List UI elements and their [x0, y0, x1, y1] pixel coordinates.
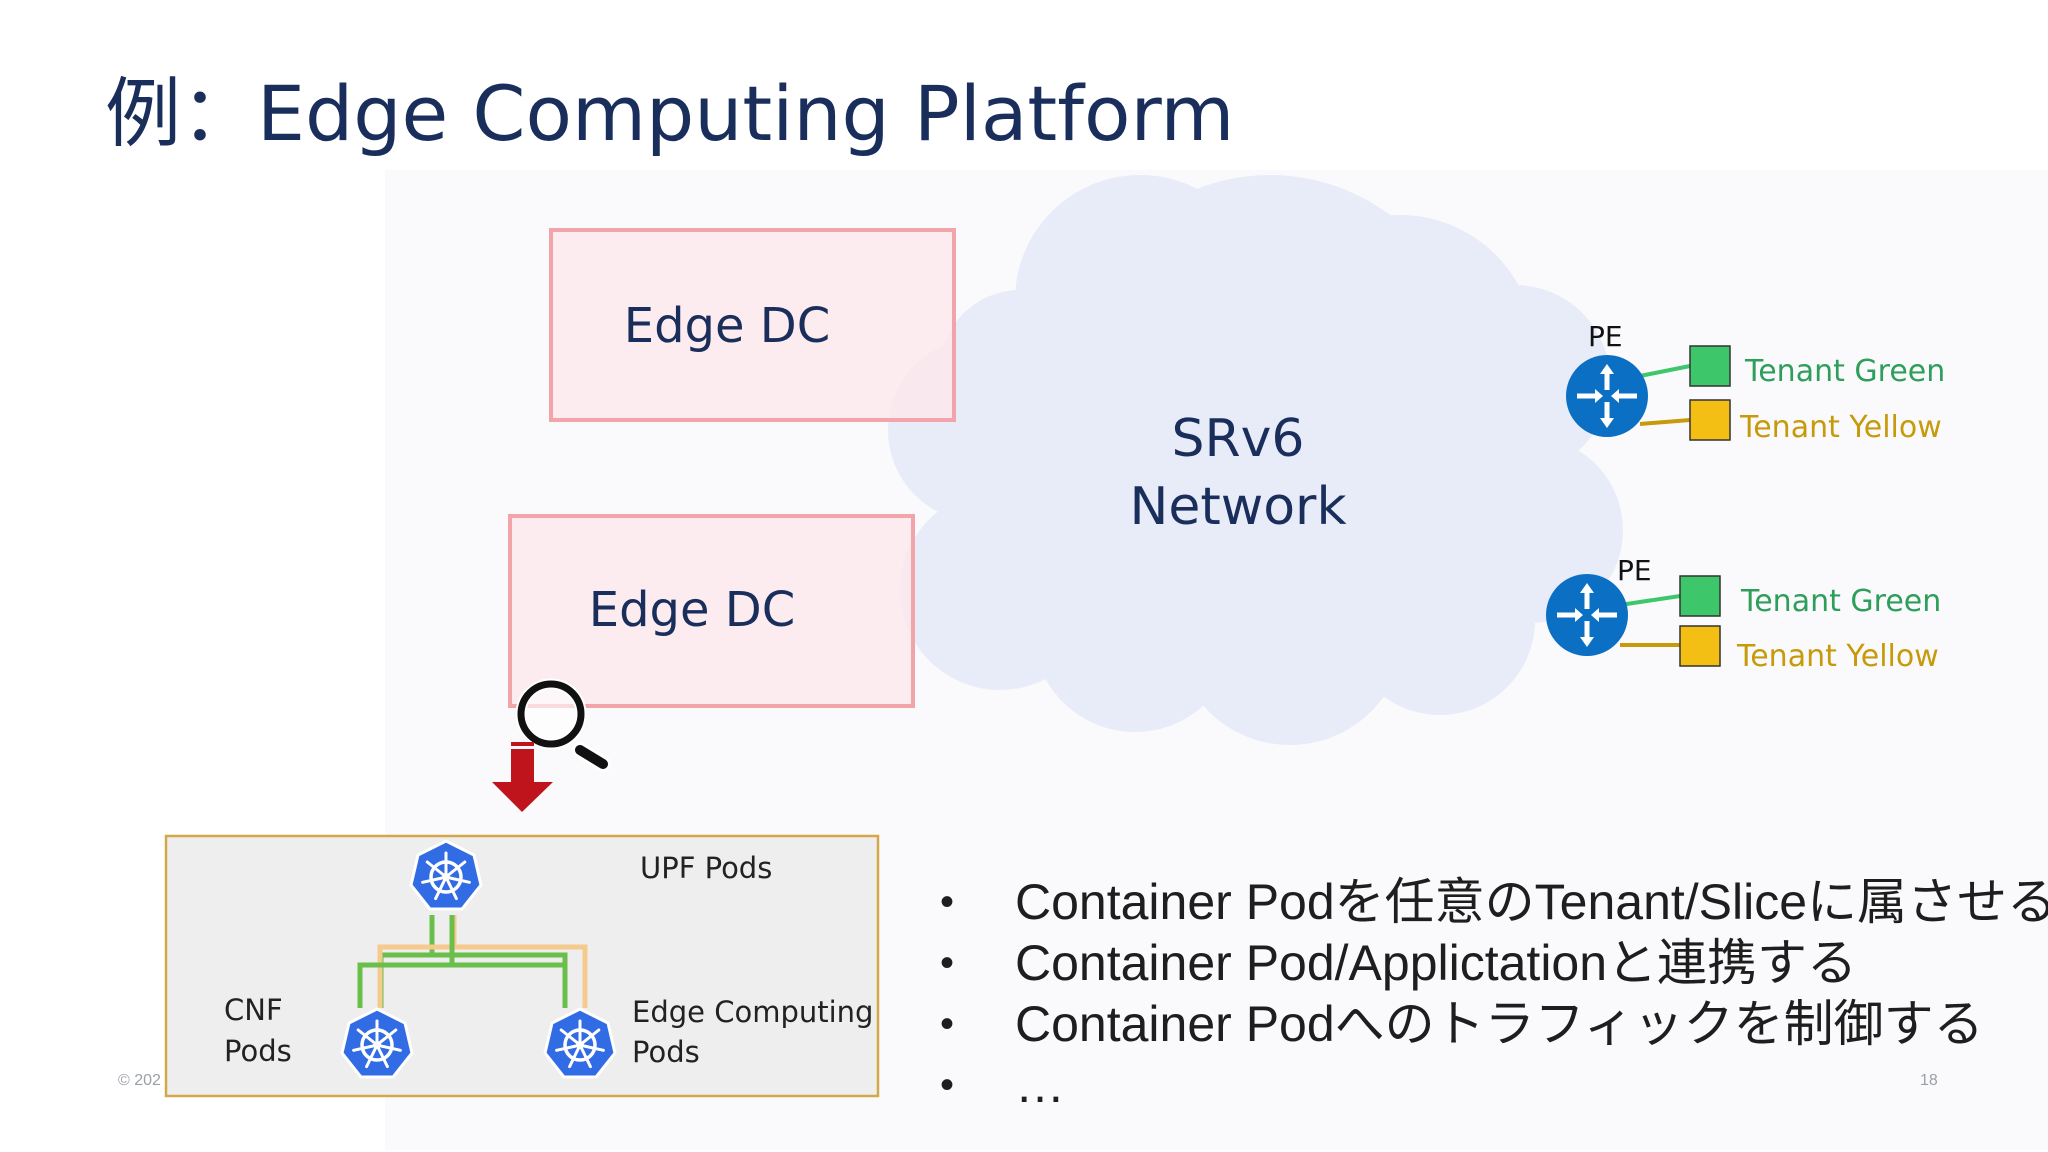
tenant-yellow-square	[1679, 625, 1721, 667]
cnf-pods-label-line2: Pods	[224, 1034, 292, 1068]
pe-top-tenant-green: Tenant Green	[1744, 354, 1945, 389]
pe-bottom-tenant-yellow: Tenant Yellow	[1736, 639, 1939, 674]
srv6-cloud	[888, 175, 1623, 745]
network-label-line2: Network	[1129, 477, 1346, 537]
edge-dc-top-label: Edge DC	[624, 298, 831, 354]
upf-pods-label: UPF Pods	[640, 851, 772, 885]
magnifier-icon	[515, 678, 611, 772]
tenant-green-square	[1679, 575, 1721, 617]
edge-dc-top	[549, 228, 956, 422]
bullet-item: …	[940, 1055, 2048, 1116]
edge-dc-bottom	[508, 514, 915, 708]
edge-computing-pods-label-line1: Edge Computing	[632, 995, 873, 1029]
edge-computing-pods-label-line2: Pods	[632, 1035, 700, 1069]
footer-copyright: © 202	[118, 1072, 161, 1089]
bullet-item: Container Pod/Applictationと連携する	[940, 933, 2048, 994]
pod-connectors	[357, 915, 588, 1008]
bullet-item: Container Podへのトラフィックを制御する	[940, 994, 2048, 1055]
pe-bottom-tenant-green: Tenant Green	[1740, 584, 1941, 619]
bullet-item: Container Podを任意のTenant/Sliceに属させる	[940, 872, 2048, 933]
pe-top-label: PE	[1588, 320, 1623, 353]
pe-bottom-label: PE	[1617, 554, 1652, 587]
slide-title: 例：Edge Computing Platform	[105, 69, 1235, 158]
cnf-pods-label-line1: CNF	[224, 993, 283, 1027]
tenant-green-square	[1689, 345, 1731, 387]
tenant-yellow-square	[1689, 399, 1731, 441]
pe-top-tenant-yellow: Tenant Yellow	[1739, 410, 1942, 445]
pe-router-top: PE Tenant Green Tenant Yellow	[1566, 320, 1945, 445]
bullet-list: Container Podを任意のTenant/Sliceに属させる Conta…	[940, 872, 2048, 1116]
page-number: 18	[1920, 1072, 1938, 1089]
router-icon	[1546, 574, 1628, 656]
router-icon	[1566, 355, 1648, 437]
network-label-line1: SRv6	[1172, 409, 1305, 469]
down-arrow-icon	[492, 742, 553, 812]
pe-router-bottom: PE Tenant Green Tenant Yellow	[1546, 554, 1941, 674]
edge-dc-bottom-label: Edge DC	[589, 582, 796, 638]
